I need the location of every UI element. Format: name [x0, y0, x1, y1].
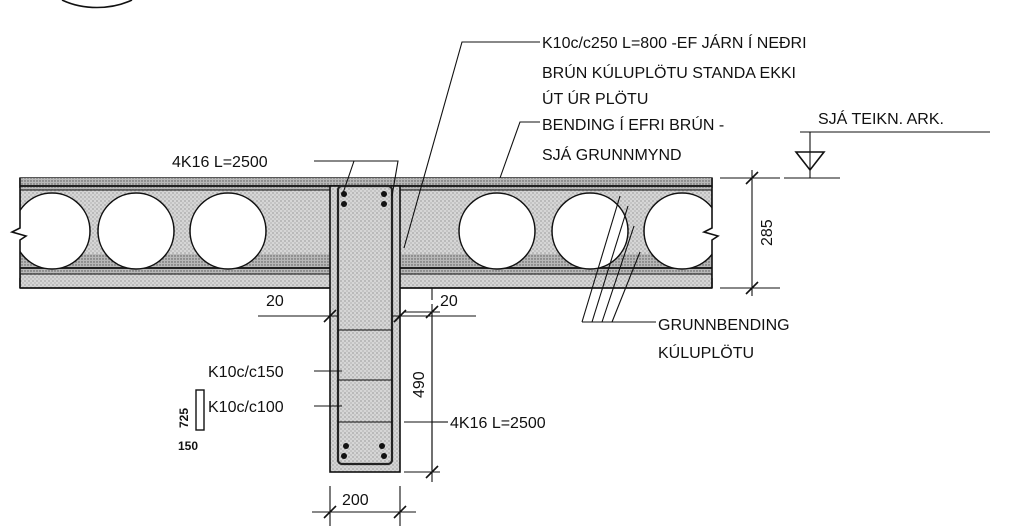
hollow-core-voids [10, 188, 726, 278]
dim-20-left: 20 [266, 293, 284, 310]
beam [329, 184, 401, 473]
label-k10-c250-1: K10c/c250 L=800 -EF JÁRN Í NEÐRI [542, 33, 807, 52]
stirrup-shape-symbol: 725 150 [177, 389, 205, 453]
label-stirrup-150: K10c/c150 [208, 364, 284, 381]
break-line-right [701, 178, 720, 288]
label-bending-2: SJÁ GRUNNMYND [542, 145, 682, 164]
label-bending-1: BENDING Í EFRI BRÚN - [542, 115, 724, 134]
dimension-beam-depth: 490 [404, 304, 440, 482]
void-circle [551, 192, 629, 270]
label-teikn: SJÁ TEIKN. ARK. [818, 109, 944, 128]
dimension-beam-width: 200 [312, 486, 416, 526]
level-marker [784, 131, 990, 179]
label-grunnbending-1: GRUNNBENDING [658, 317, 790, 334]
dimension-side-gaps: 20 20 [258, 288, 476, 323]
dim-20-right: 20 [440, 293, 458, 310]
label-stirrup-100: K10c/c100 [208, 399, 284, 416]
grunnbending-hatch [581, 195, 656, 323]
dim-285: 285 [759, 219, 776, 246]
label-grunnbending-2: KÚLUPLÖTU [658, 343, 754, 362]
stirrup-width: 150 [178, 439, 198, 453]
section-marker-circle [61, 0, 133, 9]
dim-200: 200 [342, 492, 369, 509]
dimension-slab-thickness: 285 [720, 170, 780, 296]
void-circle [97, 192, 175, 270]
break-line-left [9, 178, 28, 288]
dim-490: 490 [411, 371, 428, 398]
void-circle [458, 192, 536, 270]
label-bottom-bars: 4K16 L=2500 [450, 415, 546, 432]
stirrup-height: 725 [177, 408, 191, 428]
void-circle [13, 192, 91, 270]
label-top-bars: 4K16 L=2500 [172, 154, 268, 171]
void-circle [189, 192, 267, 270]
label-k10-c250-2: BRÚN KÚLUPLÖTU STANDA EKKI [542, 63, 796, 82]
void-circle [643, 192, 721, 270]
label-k10-c250-3: ÚT ÚR PLÖTU [542, 89, 648, 108]
